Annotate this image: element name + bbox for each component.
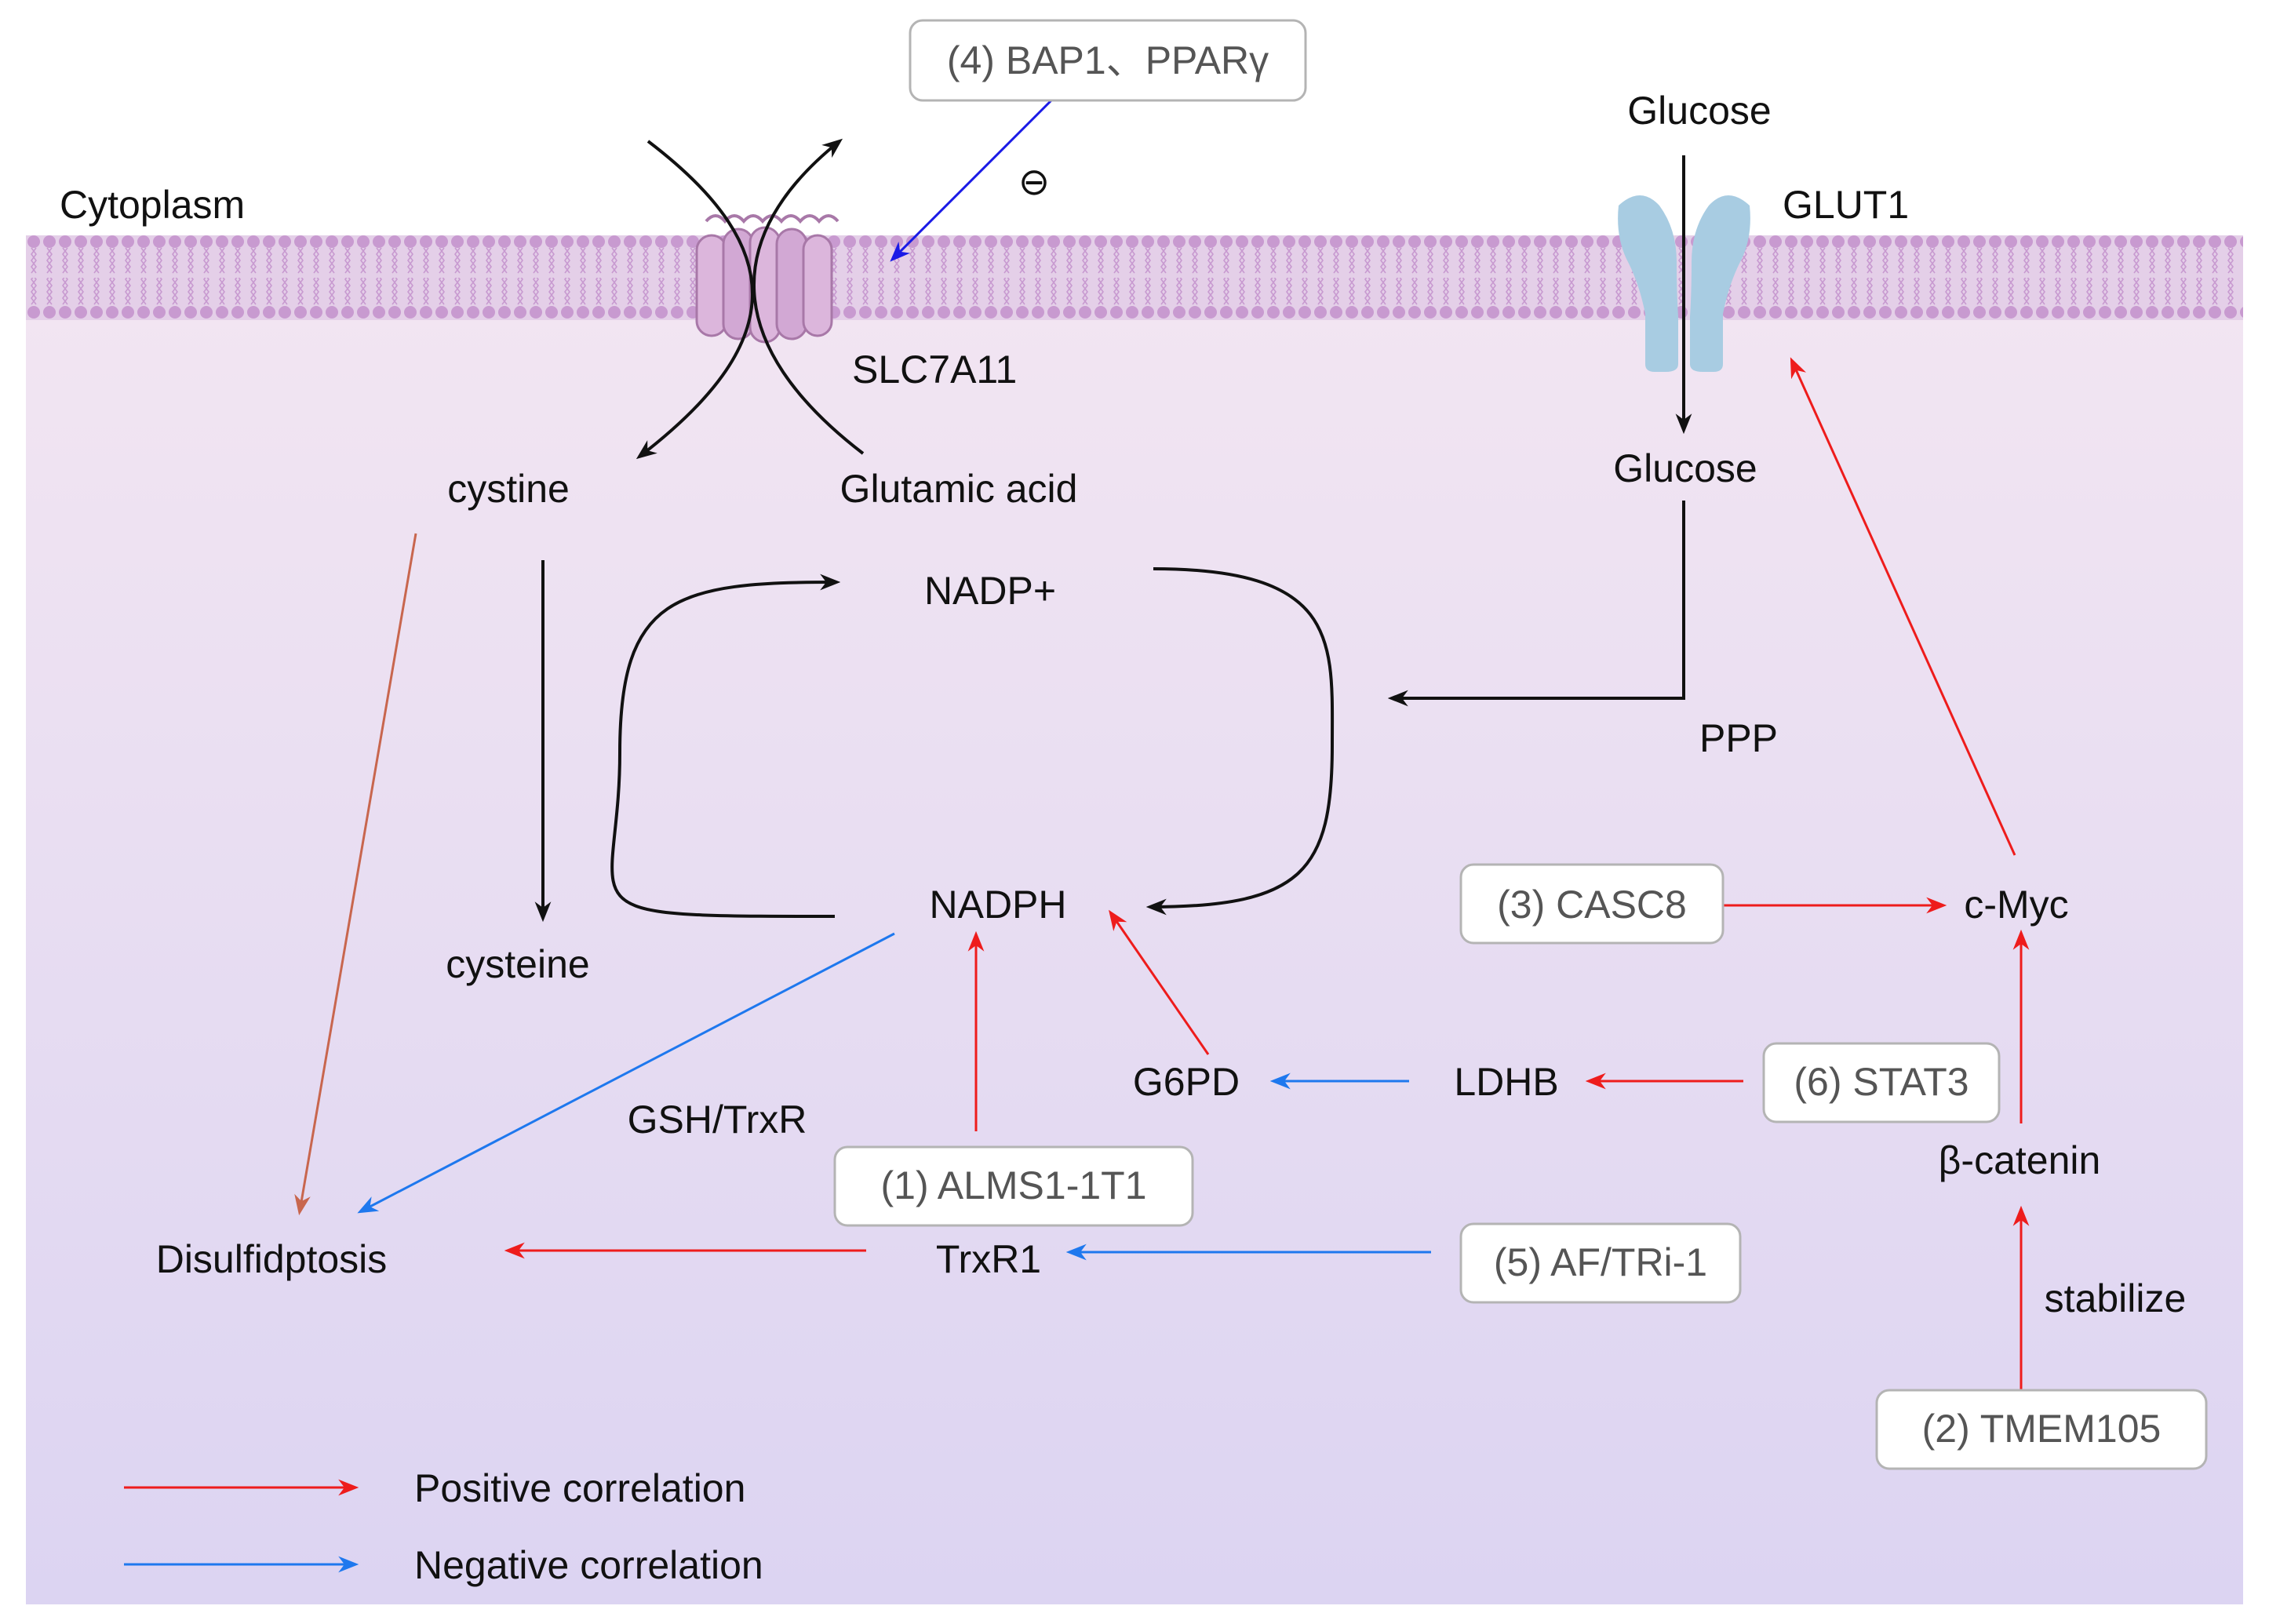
inhibition-symbol: ⊖ xyxy=(1018,162,1050,203)
ldhb-label: LDHB xyxy=(1454,1060,1558,1104)
cmyc-to-glut1-arrow xyxy=(1790,357,2016,856)
nadph-to-disulfidptosis-arrow xyxy=(357,932,895,1214)
gsh-trxr-label: GSH/TrxR xyxy=(628,1098,807,1142)
regulator-box-casc8: (3) CASC8 xyxy=(1459,863,1725,945)
cysteine-label: cysteine xyxy=(446,942,589,986)
glucose-intracellular-label: Glucose xyxy=(1613,446,1757,490)
regulator-box-tmem105: (2) TMEM105 xyxy=(1875,1389,2208,1470)
regulator-label-alms1: (1) ALMS1-1T1 xyxy=(880,1163,1146,1207)
nadph-to-nadp-curve xyxy=(610,573,841,918)
ppp-label: PPP xyxy=(1699,716,1778,760)
regulator-label-stat3: (6) STAT3 xyxy=(1794,1060,1969,1104)
cystine-import-curve xyxy=(636,140,754,460)
stabilize-label: stabilize xyxy=(2045,1276,2187,1320)
c-myc-label: c-Myc xyxy=(1964,883,2068,927)
cystine-label: cystine xyxy=(447,467,570,511)
glut1-label: GLUT1 xyxy=(1783,183,1909,227)
disulfidptosis-label: Disulfidptosis xyxy=(156,1237,388,1281)
membrane-outer-leaflet xyxy=(26,235,2243,278)
glut1-transporter-icon xyxy=(1618,195,1750,372)
membrane-inner-leaflet xyxy=(26,278,2243,320)
beta-catenin-label: β-catenin xyxy=(1939,1138,2101,1182)
glutamate-export-curve xyxy=(752,138,865,455)
g6pd-to-nadph-arrow xyxy=(1109,909,1210,1055)
g6pd-label: G6PD xyxy=(1133,1060,1240,1104)
nadph-label: NADPH xyxy=(929,883,1066,927)
slc7a11-transporter-icon xyxy=(695,214,839,344)
glucose-extracellular-label: Glucose xyxy=(1627,89,1771,133)
regulator-box-bap1-ppar: (4) BAP1、PPARγ xyxy=(909,19,1307,102)
glucose-to-ppp-arrow xyxy=(1387,501,1685,707)
legend-negative-label: Negative correlation xyxy=(414,1543,763,1587)
regulator-label-af-tri: (5) AF/TRi-1 xyxy=(1494,1240,1707,1284)
legend-positive-label: Positive correlation xyxy=(414,1466,745,1510)
nadp-plus-label: NADP+ xyxy=(924,569,1056,613)
trxr1-label: TrxR1 xyxy=(936,1237,1041,1281)
regulator-label-tmem105: (2) TMEM105 xyxy=(1922,1407,2162,1451)
cell-background xyxy=(26,235,2243,1604)
glutamic-acid-label: Glutamic acid xyxy=(840,467,1078,511)
cystine-to-disulfidptosis-arrow xyxy=(294,533,417,1216)
slc7a11-label: SLC7A11 xyxy=(852,348,1017,391)
regulator-box-af-tri: (5) AF/TRi-1 xyxy=(1459,1222,1742,1304)
regulator-box-alms1: (1) ALMS1-1T1 xyxy=(833,1145,1194,1227)
legend: Positive correlation Negative correlatio… xyxy=(124,1466,763,1587)
regulator-label-casc8: (3) CASC8 xyxy=(1497,883,1687,927)
cytoplasm-label: Cytoplasm xyxy=(60,183,245,227)
regulator-box-stat3: (6) STAT3 xyxy=(1762,1042,2001,1123)
bap1-ppar-inhibition-arrow xyxy=(890,97,1054,262)
regulator-label-bap1-ppar: (4) BAP1、PPARγ xyxy=(947,38,1269,82)
nadp-to-nadph-curve xyxy=(1145,567,1335,916)
